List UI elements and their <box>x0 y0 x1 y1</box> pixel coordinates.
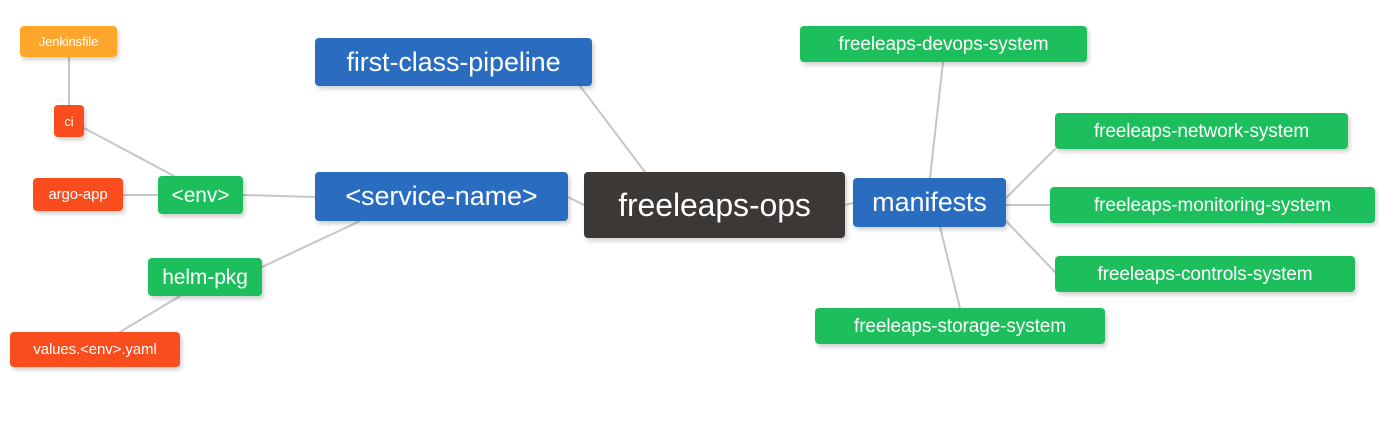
edge-manifests-devops <box>929 61 944 179</box>
mindmap-node-label: freeleaps-network-system <box>1093 120 1310 142</box>
mindmap-node-freeleaps-controls-system[interactable]: freeleaps-controls-system <box>1055 256 1355 292</box>
mindmap-node-jenkinsfile[interactable]: Jenkinsfile <box>20 26 117 57</box>
edge-env-ci <box>83 127 175 177</box>
mindmap-node-root[interactable]: freeleaps-ops <box>584 172 845 238</box>
mindmap-node-label: argo-app <box>48 186 108 203</box>
edge-root-service-name <box>567 196 585 206</box>
mindmap-node-label: freeleaps-monitoring-system <box>1094 194 1331 216</box>
mindmap-node-label: freeleaps-ops <box>618 187 811 223</box>
mindmap-node-label: <service-name> <box>345 181 538 211</box>
mindmap-node-freeleaps-devops-system[interactable]: freeleaps-devops-system <box>800 26 1087 62</box>
mindmap-node-first-class-pipeline[interactable]: first-class-pipeline <box>315 38 592 86</box>
edge-manifests-storage <box>939 226 961 309</box>
mindmap-node-values-env-yaml[interactable]: values.<env>.yaml <box>10 332 180 367</box>
mindmap-node-label: manifests <box>872 187 987 217</box>
mindmap-node-label: ci <box>64 113 74 129</box>
mindmap-node-freeleaps-storage-system[interactable]: freeleaps-storage-system <box>815 308 1105 344</box>
edge-service-name-env <box>242 194 316 198</box>
edge-manifests-controls <box>1005 220 1056 273</box>
mindmap-node-label: Jenkinsfile <box>38 34 99 49</box>
mindmap-node-label: <env> <box>171 183 230 207</box>
mindmap-node-ci[interactable]: ci <box>54 105 84 137</box>
mindmap-node-service-name[interactable]: <service-name> <box>315 172 568 221</box>
mindmap-node-argo-app[interactable]: argo-app <box>33 178 123 211</box>
mindmap-node-freeleaps-monitoring-system[interactable]: freeleaps-monitoring-system <box>1050 187 1375 223</box>
mindmap-node-label: helm-pkg <box>162 265 248 289</box>
mindmap-node-manifests[interactable]: manifests <box>853 178 1006 227</box>
mindmap-node-freeleaps-network-system[interactable]: freeleaps-network-system <box>1055 113 1348 149</box>
edge-root-first-class-pipeline <box>579 85 646 173</box>
edge-helm-pkg-values <box>119 295 181 333</box>
edge-manifests-network <box>1005 148 1056 199</box>
edge-service-name-helm-pkg <box>261 220 361 268</box>
mindmap-node-label: freeleaps-storage-system <box>854 315 1066 337</box>
mindmap-node-helm-pkg[interactable]: helm-pkg <box>148 258 262 296</box>
mindmap-node-label: freeleaps-devops-system <box>838 33 1049 55</box>
mindmap-node-label: first-class-pipeline <box>346 46 561 77</box>
mindmap-node-env[interactable]: <env> <box>158 176 243 214</box>
mindmap-node-label: values.<env>.yaml <box>33 341 157 358</box>
mindmap-node-label: freeleaps-controls-system <box>1097 263 1313 285</box>
edge-root-manifests <box>844 202 854 206</box>
